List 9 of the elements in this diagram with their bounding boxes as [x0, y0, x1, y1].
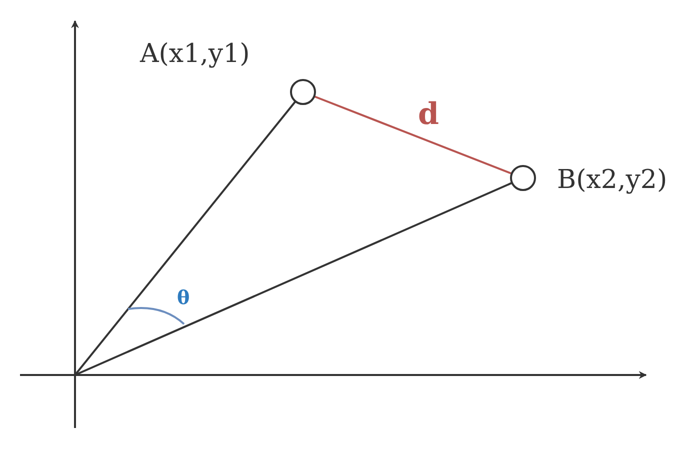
line-segment: [314, 95, 512, 175]
point-circle: [290, 79, 316, 105]
point-label: A(x1,y1): [140, 41, 250, 67]
line-segment: [74, 100, 296, 376]
line-segment: [74, 182, 512, 376]
point-label: B(x2,y2): [557, 167, 668, 193]
point-circle: [510, 165, 536, 191]
angle-label: θ: [177, 289, 190, 308]
edge-label: d: [418, 100, 439, 130]
